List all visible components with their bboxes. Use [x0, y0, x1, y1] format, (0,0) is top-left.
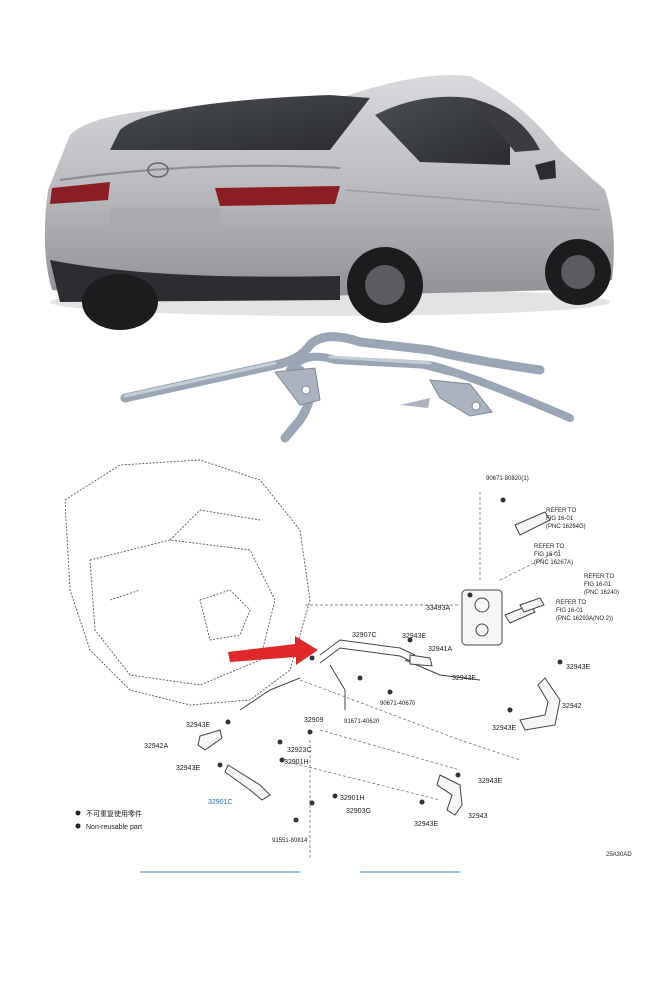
label-refer1-c: (PNC 16264G) — [546, 524, 586, 530]
label-refer3-a: REFER TO — [584, 574, 614, 580]
red-arrow — [228, 636, 318, 665]
label-32943: 32943 — [468, 813, 488, 820]
car-photo — [44, 74, 614, 330]
label-32942a: 32942A — [144, 743, 168, 750]
label-32943e-g: 32943E — [414, 821, 438, 828]
label-32941a: 32941A — [428, 646, 452, 653]
label-refer1-a: REFER TO — [546, 508, 576, 514]
label-32901h-a: 32901H — [284, 759, 309, 766]
corner-code: 25A30AD — [606, 852, 632, 858]
label-32901h-b: 32901H — [340, 795, 365, 802]
label-refer3-c: (PNC 16240) — [584, 590, 619, 596]
oil-cooler — [461, 589, 503, 646]
pipe-photo — [120, 332, 574, 443]
label-32943e-f: 32943E — [478, 778, 502, 785]
label-91671: 91671-40620 — [344, 719, 380, 725]
label-32909: 32909 — [304, 717, 324, 724]
label-32903g: 32903G — [346, 808, 371, 815]
label-32943f: 32943F — [452, 675, 476, 682]
label-32901c: 32901C — [208, 799, 233, 806]
label-32923c: 32923C — [287, 747, 312, 754]
label-refer2-c: (PNC 16267A) — [534, 560, 573, 566]
label-32943e-c: 32943E — [492, 725, 516, 732]
legend-chinese: 不可重复使用零件 — [86, 809, 142, 818]
label-p1: 90671-80820(1) — [486, 476, 529, 482]
transmission-outline — [64, 459, 311, 706]
label-refer4-a: REFER TO — [556, 600, 586, 606]
parts-diagram: 90671-80820(1) REFER TO FIG 16-01 (PNC 1… — [64, 459, 632, 873]
label-refer4-b: FIG 16-01 — [556, 608, 584, 614]
label-32907c: 32907C — [352, 632, 377, 639]
label-refer1-b: FIG 16-01 — [546, 516, 574, 522]
label-91551: 91551-80814 — [272, 838, 308, 844]
label-33493a: 33493A — [426, 605, 450, 612]
label-refer4-c: (PNC 16293A(NO.2)) — [556, 616, 613, 622]
label-32943e-e: 32943E — [176, 765, 200, 772]
label-90671: 90671-40670 — [380, 701, 416, 707]
label-32943e-d: 32943E — [186, 722, 210, 729]
label-32943e-a: 32943E — [402, 633, 426, 640]
label-refer2-b: FIG 16-01 — [534, 552, 562, 558]
label-refer2-a: REFER TO — [534, 544, 564, 550]
label-32943e-b: 32943E — [566, 664, 590, 671]
legend-english: Non-reusable part — [86, 824, 142, 831]
label-refer3-b: FIG 16-01 — [584, 582, 612, 588]
label-32942: 32942 — [562, 703, 582, 710]
